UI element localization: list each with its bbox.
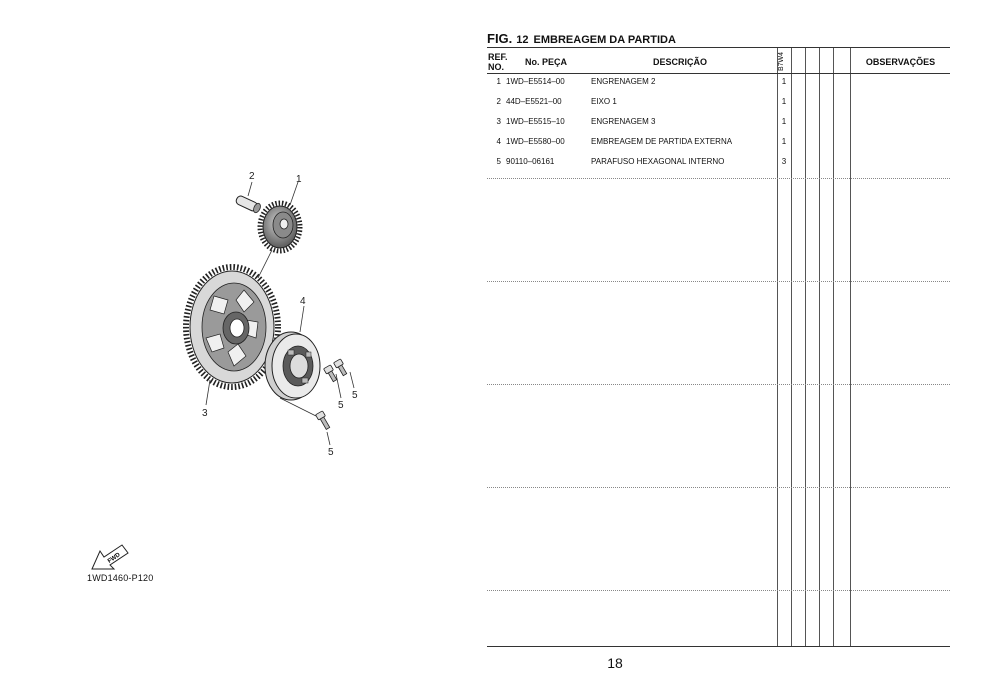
cell-part-number: 44D–E5521–00	[506, 97, 562, 106]
callout-3: 3	[202, 408, 208, 419]
figure-header: FIG.12 EMBREAGEM DA PARTIDA	[487, 30, 676, 48]
cell-quantity: 1	[781, 77, 787, 86]
table-row: 1 1WD–E5514–00 ENGRENAGEM 2 1	[487, 77, 950, 91]
table-row: 2 44D–E5521–00 EIXO 1 1	[487, 97, 950, 111]
cell-quantity: 3	[781, 157, 787, 166]
cell-part-number: 1WD–E5515–10	[506, 117, 565, 126]
column-divider	[833, 48, 834, 646]
cell-ref: 3	[496, 117, 501, 126]
dotted-separator	[487, 178, 950, 179]
dotted-separator	[487, 590, 950, 591]
callout-5a: 5	[338, 400, 344, 411]
gear-part-1	[257, 200, 303, 254]
cell-quantity: 1	[781, 137, 787, 146]
cell-part-number: 1WD–E5514–00	[506, 77, 565, 86]
cell-description: EIXO 1	[591, 97, 617, 106]
callout-5c: 5	[328, 447, 334, 458]
header-observations: OBSERVAÇÕES	[865, 57, 936, 67]
shaft-part-2	[235, 195, 261, 214]
figure-title: EMBREAGEM DA PARTIDA	[533, 34, 676, 46]
exploded-parts-diagram: 2 1 4 3 5 5 5	[183, 171, 358, 458]
callout-2: 2	[249, 171, 255, 182]
cell-description: EMBREAGEM DE PARTIDA EXTERNA	[591, 137, 733, 146]
column-divider	[777, 48, 778, 646]
page-number: 18	[607, 655, 623, 671]
header-model: B7W4	[777, 51, 791, 73]
column-divider	[850, 48, 851, 646]
header-description: DESCRIÇÃO	[652, 57, 707, 67]
bolts-part-5	[315, 358, 348, 430]
cell-ref: 2	[496, 97, 501, 106]
figure-label: FIG.	[487, 31, 513, 46]
gear-part-3	[183, 264, 281, 390]
figure-code: 1WD1460-P120	[87, 573, 154, 583]
column-divider	[791, 48, 792, 646]
cell-ref: 4	[496, 137, 501, 146]
column-divider	[805, 48, 806, 646]
header-ref-line2: NO.	[488, 62, 505, 72]
callout-4: 4	[300, 296, 306, 307]
dotted-separator	[487, 487, 950, 488]
table-row: 5 90110–06161 PARAFUSO HEXAGONAL INTERNO…	[487, 157, 950, 171]
cell-description: ENGRENAGEM 2	[591, 77, 656, 86]
fwd-arrow-icon: FWD	[91, 544, 129, 570]
figure-number: 12	[516, 34, 529, 46]
header-part-no: No. PEÇA	[524, 57, 567, 67]
cell-description: ENGRENAGEM 3	[591, 117, 656, 126]
dotted-separator	[487, 384, 950, 385]
callout-1: 1	[296, 174, 302, 185]
header-ref-no: REF. NO.	[488, 52, 514, 72]
table-row: 3 1WD–E5515–10 ENGRENAGEM 3 1	[487, 117, 950, 131]
cell-part-number: 1WD–E5580–00	[506, 137, 565, 146]
column-divider	[819, 48, 820, 646]
header-ref-line1: REF.	[488, 52, 508, 62]
header-model-code: B7W4	[778, 51, 785, 71]
cell-ref: 5	[496, 157, 501, 166]
dotted-separator	[487, 281, 950, 282]
cell-quantity: 1	[781, 97, 787, 106]
header-rule	[487, 73, 950, 74]
clutch-part-4	[264, 331, 321, 401]
cell-ref: 1	[496, 77, 501, 86]
parts-table: REF. NO. No. PEÇA DESCRIÇÃO B7W4 OBSERVA…	[487, 47, 950, 647]
diagram-page: 2 1 4 3 5 5 5 FWD 1WD1460-P120	[0, 0, 470, 700]
table-row: 4 1WD–E5580–00 EMBREAGEM DE PARTIDA EXTE…	[487, 137, 950, 151]
cell-description: PARAFUSO HEXAGONAL INTERNO	[591, 157, 725, 166]
callout-5b: 5	[352, 390, 358, 401]
cell-part-number: 90110–06161	[506, 157, 555, 166]
cell-quantity: 1	[781, 117, 787, 126]
